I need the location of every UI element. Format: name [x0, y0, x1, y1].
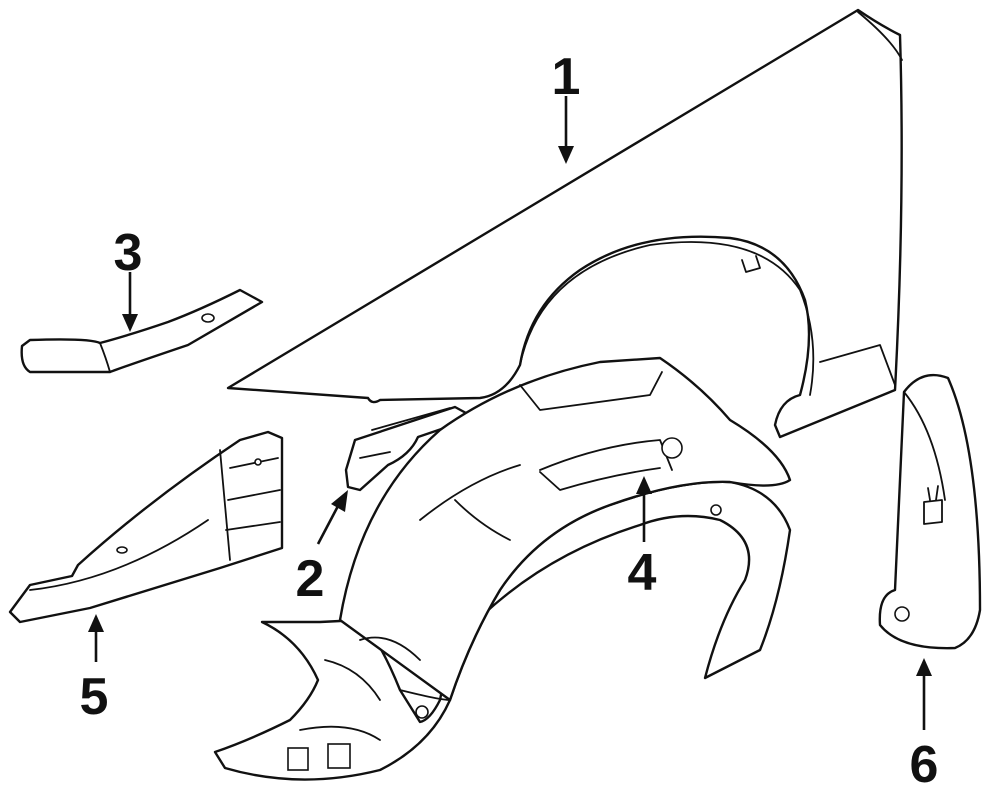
part-1-fender	[226, 8, 903, 439]
part-6-mudflap	[878, 373, 982, 650]
arrow-5	[88, 614, 104, 662]
callout-2: 2	[296, 550, 325, 608]
part-5-bracket	[8, 430, 284, 624]
callout-6: 6	[910, 736, 939, 793]
arrow-2	[316, 490, 348, 545]
arrow-6	[916, 658, 932, 730]
callout-1: 1	[552, 48, 581, 106]
arrow-3	[122, 272, 138, 332]
part-3-strip	[20, 288, 264, 374]
callout-4: 4	[628, 544, 657, 602]
arrow-1	[558, 96, 574, 164]
arrow-4	[636, 476, 652, 542]
callout-3: 3	[114, 224, 143, 282]
callout-5: 5	[80, 668, 109, 726]
part-4-liner	[213, 356, 792, 781]
